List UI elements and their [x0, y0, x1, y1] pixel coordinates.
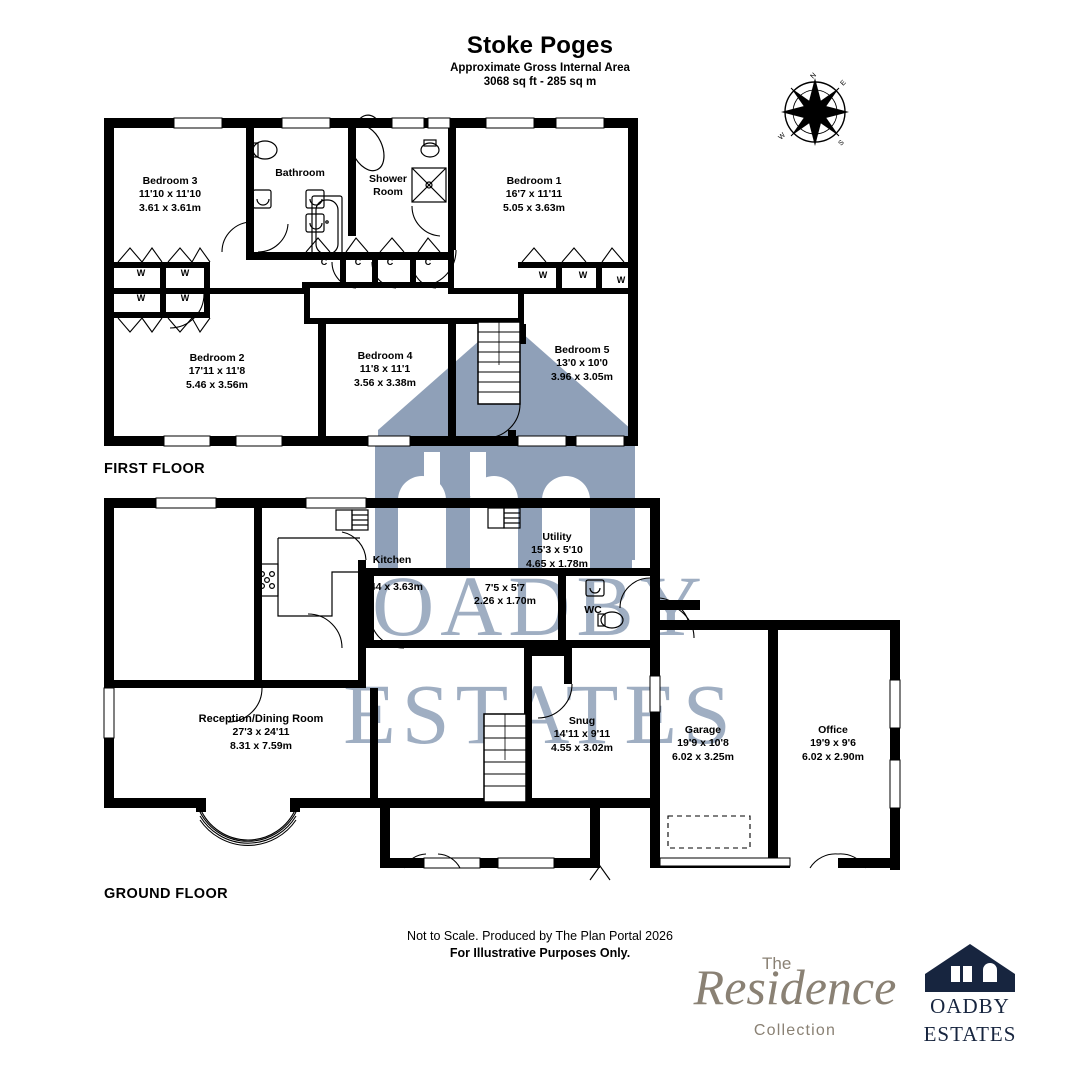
room-label-snug: Snug 14'11 x 9'11 4.55 x 3.02m — [527, 715, 637, 755]
room-metric: 3.56 x 3.38m — [354, 376, 416, 389]
room-imperial: 11'10 x 11'10 — [138, 188, 202, 201]
wardrobe-label: W — [180, 268, 190, 278]
room-imperial: 14'11 x 9'11 — [553, 728, 611, 741]
room-name: Bedroom 2 — [189, 352, 245, 364]
room-label-wc: WC — [570, 604, 616, 617]
wardrobe-label: W — [136, 293, 146, 303]
room-name: Kitchen — [372, 554, 412, 566]
residence-logo-collection: Collection — [753, 1022, 837, 1039]
room-name: Snug — [568, 715, 596, 727]
room-label-bedroom-1: Bedroom 1 16'7 x 11'11 5.05 x 3.63m — [472, 175, 596, 215]
room-name: Shower — [369, 173, 407, 185]
room-name: Bedroom 5 — [554, 344, 610, 356]
compass-south-label: S — [837, 139, 845, 147]
oadby-logo-line-1: OADBY — [930, 994, 1010, 1018]
room-metric: 6.02 x 2.90m — [802, 750, 864, 763]
house-logo-icon — [925, 944, 1015, 992]
residence-logo-the: The — [762, 954, 792, 973]
area-value: 3068 sq ft - 285 sq m — [483, 76, 597, 88]
cupboard-label: C — [354, 257, 362, 267]
room-metric: 4.65 x 1.78m — [526, 557, 588, 570]
room-label-office: Office 19'9 x 9'6 6.02 x 2.90m — [778, 724, 888, 764]
footer-disclaimer-line-2: For Illustrative Purposes Only. — [449, 946, 631, 960]
room-metric: 5.44 x 3.63m — [361, 580, 423, 593]
room-metric: 8.31 x 7.59m — [230, 739, 292, 752]
ground-floor-stairs — [483, 713, 527, 803]
room-metric: 6.02 x 3.25m — [672, 750, 734, 763]
first-floor-caption: FIRST FLOOR — [104, 461, 206, 477]
first-floor-door-swings — [117, 205, 625, 439]
room-label-shower-room: Shower Room — [352, 173, 424, 200]
room-imperial: 13'0 x 10'0 — [556, 357, 608, 370]
room-imperial: 7'5 x 5'7 — [484, 582, 526, 594]
bathroom-fixtures — [251, 140, 343, 259]
room-imperial: 19'9 x 9'6 — [810, 737, 856, 750]
room-name: WC — [584, 604, 602, 616]
wardrobe-label: W — [180, 293, 190, 303]
utility-units — [487, 507, 521, 529]
room-label-reception-dining-room: Reception/Dining Room 27'3 x 24'11 8.31 … — [166, 712, 356, 753]
area-subtitle: Approximate Gross Internal Area — [450, 62, 630, 74]
garage-door-outline — [667, 815, 751, 849]
room-name: Bathroom — [275, 167, 325, 179]
first-floor-plan — [104, 114, 638, 447]
residence-collection-logo: The Residence Collection — [690, 950, 900, 1055]
room-name: Office — [818, 724, 848, 736]
room-label-bedroom-5: Bedroom 5 13'0 x 10'0 3.96 x 3.05m — [527, 344, 637, 384]
room-imperial: 16'7 x 11'11 — [505, 188, 563, 201]
room-imperial: 27'3 x 24'11 — [232, 726, 290, 739]
room-name: Utility — [542, 531, 572, 543]
room-imperial: 19'9 x 10'8 — [677, 737, 729, 750]
room-metric: 2.26 x 1.70m — [474, 595, 536, 608]
room-label-utility: Utility 15'3 x 5'10 4.65 x 1.78m — [502, 531, 612, 571]
room-name-line2: Room — [373, 186, 403, 199]
wardrobe-label: W — [136, 268, 146, 278]
room-name: Bedroom 3 — [142, 175, 198, 187]
cupboard-label: C — [320, 257, 328, 267]
first-floor-stairs — [477, 321, 521, 405]
oadby-estates-logo: OADBY ESTATES — [905, 944, 1035, 1056]
room-name: Bedroom 4 — [357, 350, 413, 362]
room-metric: 4.55 x 3.02m — [551, 741, 613, 754]
cupboard-label: C — [386, 257, 394, 267]
room-name: Bedroom 1 — [506, 175, 562, 187]
room-label-bedroom-3: Bedroom 3 11'10 x 11'10 3.61 x 3.61m — [110, 175, 230, 215]
room-metric: 5.46 x 3.56m — [186, 378, 248, 391]
room-label-bedroom-2: Bedroom 2 17'11 x 11'8 5.46 x 3.56m — [155, 352, 279, 392]
room-label-garage: Garage 19'9 x 10'8 6.02 x 3.25m — [648, 724, 758, 764]
room-label-hall-dimensions: 7'5 x 5'7 2.26 x 1.70m — [450, 582, 560, 609]
oadby-logo-line-2: ESTATES — [923, 1022, 1017, 1046]
room-metric: 3.96 x 3.05m — [551, 370, 613, 383]
footer-disclaimer-line-1: Not to Scale. Produced by The Plan Porta… — [407, 929, 673, 943]
room-imperial: 17'10 x 11'11 — [360, 567, 424, 580]
ground-floor-caption: GROUND FLOOR — [104, 886, 229, 902]
room-metric: 5.05 x 3.63m — [503, 201, 565, 214]
room-imperial: 15'3 x 5'10 — [531, 544, 583, 557]
room-imperial: 17'11 x 11'8 — [188, 365, 246, 378]
room-metric: 3.61 x 3.61m — [139, 201, 201, 214]
first-floor-windows — [163, 117, 625, 447]
bay-window — [199, 807, 297, 846]
wardrobe-label: W — [578, 270, 588, 280]
room-name: Reception/Dining Room — [198, 713, 324, 725]
wardrobe-label: W — [538, 270, 548, 280]
room-label-bedroom-4: Bedroom 4 11'8 x 11'1 3.56 x 3.38m — [330, 350, 440, 390]
room-name: Garage — [684, 724, 722, 736]
room-imperial: 11'8 x 11'1 — [359, 363, 411, 376]
cupboard-label: C — [424, 257, 432, 267]
wardrobe-label: W — [616, 275, 626, 285]
room-label-kitchen: Kitchen 17'10 x 11'11 5.44 x 3.63m — [330, 554, 454, 594]
residence-logo-name: Residence — [693, 959, 897, 1015]
compass-west-label: W — [777, 132, 787, 142]
page-title: Stoke Poges — [466, 32, 614, 59]
room-label-bathroom: Bathroom — [250, 167, 350, 180]
